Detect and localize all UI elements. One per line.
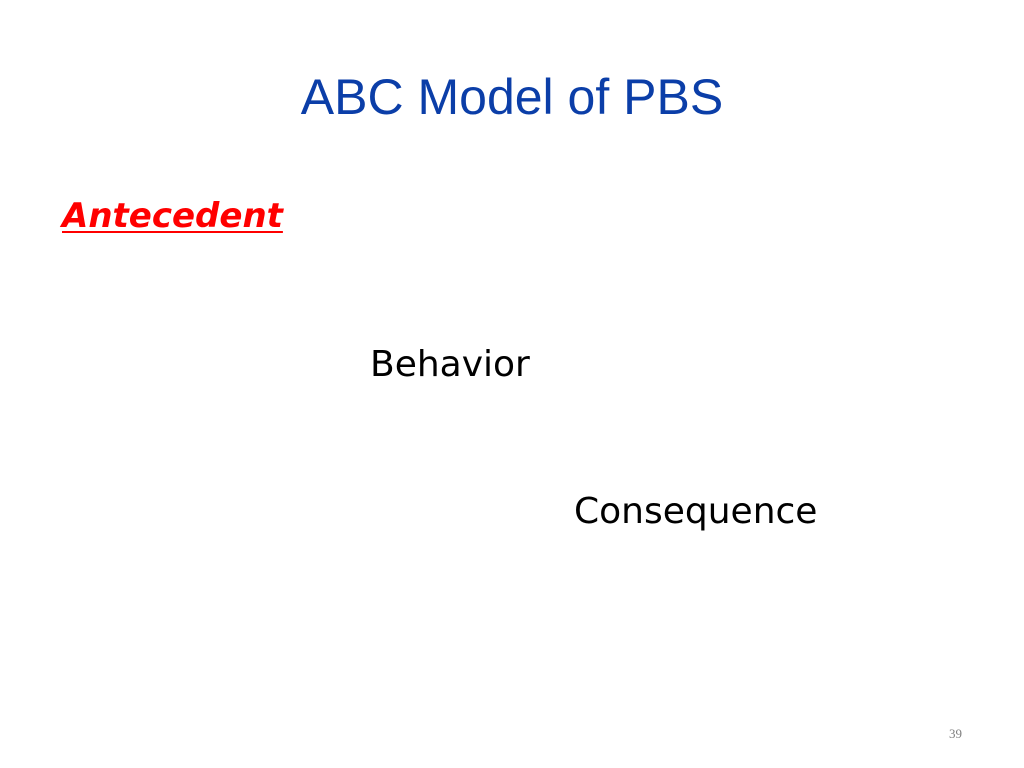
behavior-label: Behavior: [370, 344, 530, 385]
page-number: 39: [949, 726, 962, 741]
consequence-label: Consequence: [574, 491, 818, 532]
antecedent-label: Antecedent: [62, 196, 283, 236]
slide-title: ABC Model of PBS: [300, 69, 724, 125]
